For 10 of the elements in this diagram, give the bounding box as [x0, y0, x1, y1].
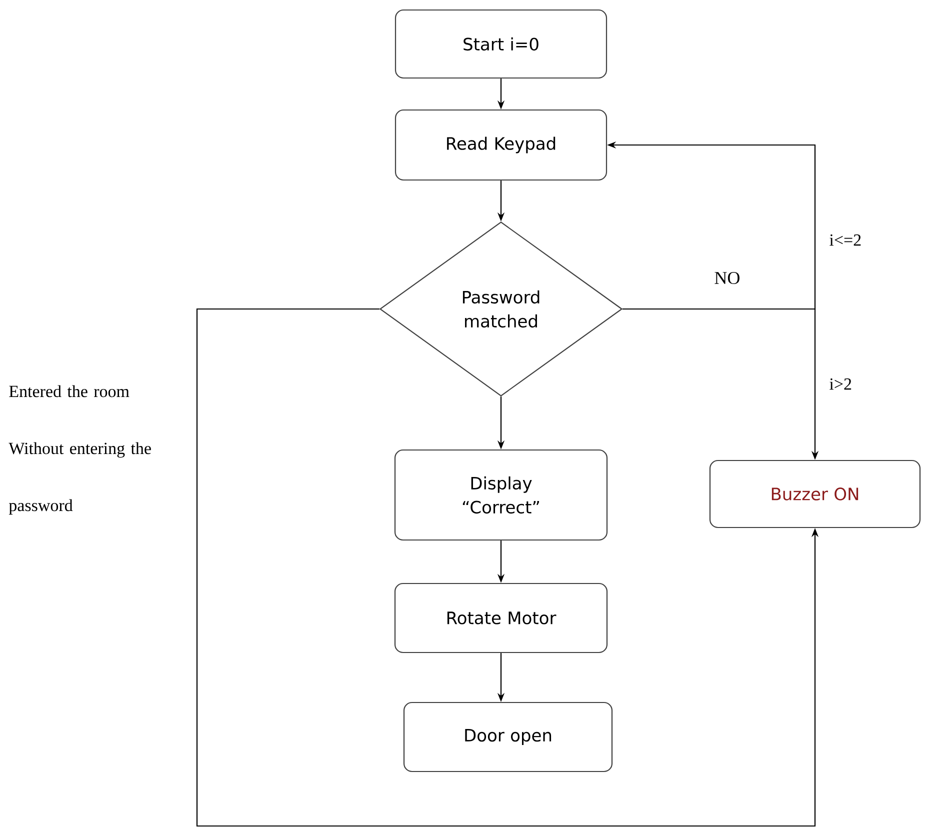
edge-label: Entered the room Without entering the password	[8, 384, 184, 516]
edge-label: i>2	[828, 377, 854, 391]
process-box: Start i=0	[394, 9, 608, 79]
process-box: Buzzer ON	[709, 460, 921, 528]
process-box: Read Keypad	[394, 109, 608, 181]
process-box: Rotate Motor	[394, 582, 608, 654]
edge-label: i<=2	[828, 233, 863, 247]
branch-label: NO	[713, 270, 742, 286]
process-box: Display “Correct”	[394, 449, 608, 541]
process-box: Door open	[403, 702, 613, 772]
